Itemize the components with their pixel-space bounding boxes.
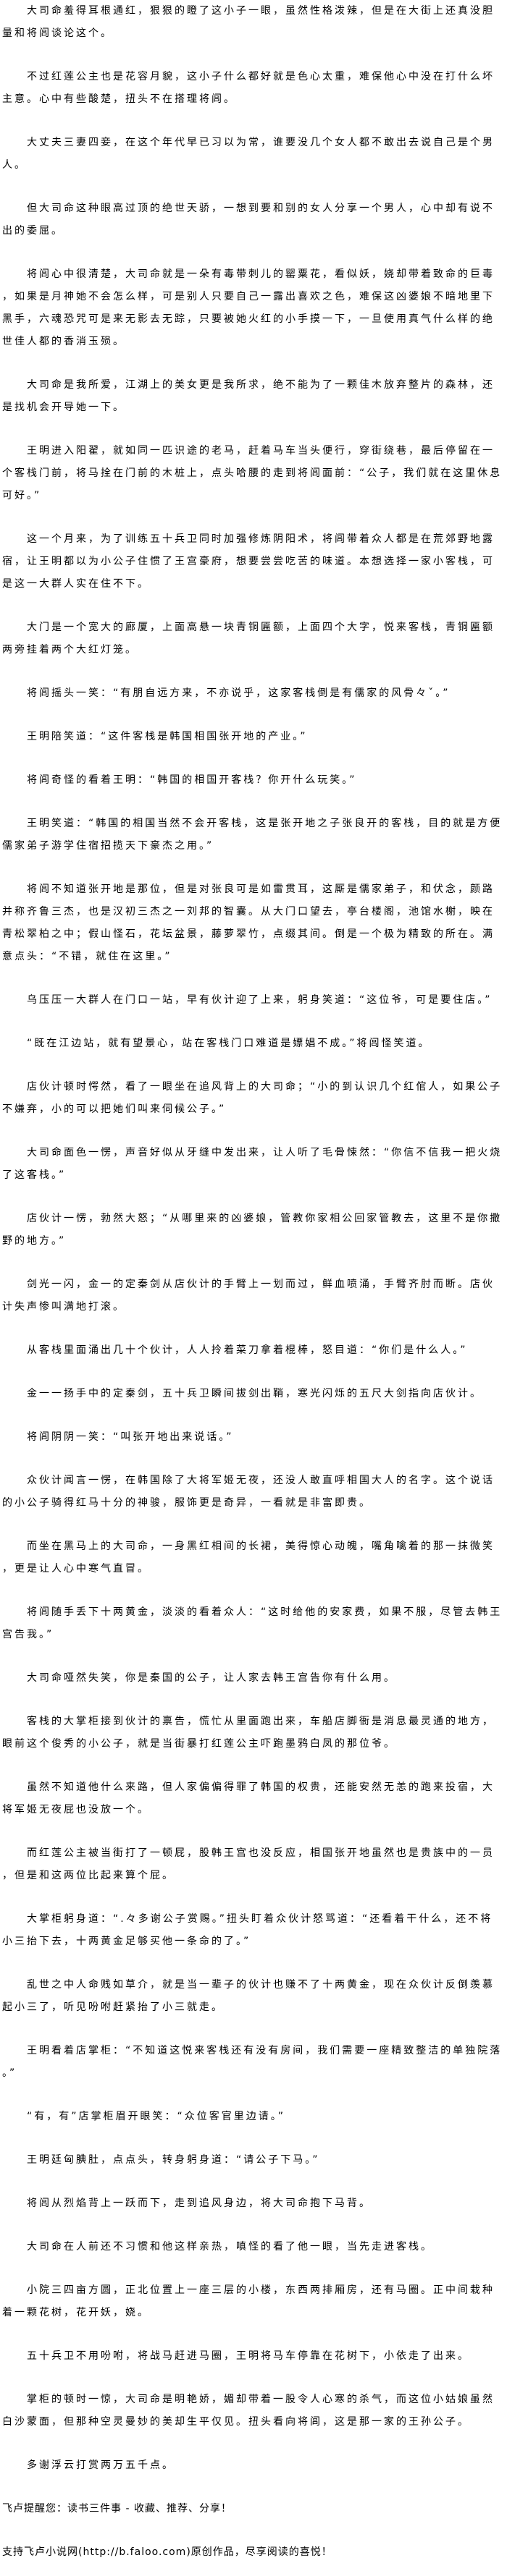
story-paragraph: 将闾不知道张开地是那位，但是对张良可是如雷贯耳，这厮是儒家弟子，和伏念，颜路并称…	[2, 884, 495, 962]
story-paragraph: 大司命是我所爱，江湖上的美女更是我所求，绝不能为了一颗佳木放弃整片的森林，还是找…	[2, 379, 495, 413]
story-paragraph: 不过红莲公主也是花容月貌，这小子什么都好就是色心太重，难保他心中没在打什么坏主意…	[2, 71, 495, 105]
story-paragraph: 王明看着店掌柜：“不知道这悦来客栈还有没有房间，我们需要一座精致整洁的单独院落。…	[2, 2045, 503, 2079]
story-paragraph: 将闾从烈焰背上一跃而下，走到追风身边，将大司命抱下马背。	[27, 2198, 372, 2209]
story-paragraph: 多谢浮云打赏两万五千点。	[27, 2460, 175, 2471]
story-paragraph: 王明陪笑道：“这件客栈是韩国相国张开地的产业。”	[27, 731, 308, 742]
story-paragraph: 而红莲公主被当街打了一顿屁，股韩王宫也没反应，相国张开地虽然也是贵族中的一员，但…	[2, 1847, 495, 1881]
story-paragraph: 大掌柜躬身道：“.々多谢公子赏赐。”扭头盯着众伙计怒骂道：“还看着干什么，还不将…	[2, 1913, 493, 1947]
story-paragraph: 小院三四亩方圆，正北位置上一座三层的小楼，东西两排厢房，还有马圈。正中间栽种着一…	[2, 2284, 495, 2318]
story-paragraph: 大司命哑然失笑，你是秦国的公子，让人家去韩王宫告你有什么用。	[27, 1672, 396, 1684]
story-paragraph: 大司命面色一愣，声音好似从牙缝中发出来，让人听了毛骨悚然：“你信不信我一把火烧了…	[2, 1147, 503, 1181]
story-paragraph: 这一个月来，为了训练五十兵卫同时加强修炼阴阳术，将闾带着众人都是在荒郊野地露宿，…	[2, 533, 495, 590]
story-paragraph: 众伙计闻言一愣，在韩国除了大将军姬无夜，还没人敢直呼相国大人的名字。这个说话的小…	[2, 1475, 495, 1509]
story-paragraph: 剑光一闪，金一的定秦剑从店伙计的手臂上一划而过，鲜血喷涌，手臂齐肘而断。店伙计失…	[2, 1279, 495, 1313]
story-paragraph: “有，有”店掌柜眉开眼笑：“众位客官里边请。”	[27, 2111, 286, 2122]
story-paragraph: 王明笑道：“韩国的相国当然不会开客栈，这是张开地之子张良开的客栈，目的就是方便儒…	[2, 818, 503, 852]
story-paragraph: 大司命羞得耳根通红，狠狠的瞪了这小子一眼，虽然性格泼辣，但是在大街上还真没胆量和…	[2, 5, 495, 39]
story-paragraph: 将闾阴阴一笑：“叫张开地出来说话。”	[27, 1431, 234, 1443]
story-paragraph: 将闾摇头一笑：“有朋自远方来，不亦说乎，这家客栈倒是有儒家的风骨々ˇ。”	[27, 687, 451, 699]
footer-support-text: 支持飞卢小说网(http://b.faloo.com)原创作品，尽享阅读的喜悦！	[2, 2546, 332, 2558]
story-paragraph: 五十兵卫不用吩咐，将战马赶进马圈，王明将马车停靠在花树下，小依走了出来。	[27, 2350, 470, 2362]
story-paragraph: “既在江边站，就有望景心，站在客栈门口难道是嫖娼不成。”将闾怪笑道。	[27, 1038, 431, 1049]
footer-reminder: 飞卢提醒您：读书三件事 - 收藏、推荐、分享！	[2, 2503, 232, 2514]
story-paragraph: 王明廷匈腆肚，点点头，转身躬身道：“请公子下马。”	[27, 2154, 320, 2166]
story-paragraph: 乌压压一大群人在门口一站，早有伙计迎了上来，躬身笑道：“这位爷，可是要住店。”	[27, 994, 493, 1006]
story-paragraph: 王明进入阳翟，就如同一匹识途的老马，赶着马车当头便行，穿街绕巷，最后停留在一个客…	[2, 445, 503, 501]
story-paragraph: 但大司命这种眼高过顶的绝世天骄，一想到要和别的女人分享一个男人，心中却有说不出的…	[2, 203, 495, 237]
story-paragraph: 将闾奇怪的看着王明：“韩国的相国开客栈？你开什么玩笑。”	[27, 774, 357, 786]
story-paragraph: 金一一扬手中的定秦剑，五十兵卫瞬间拔剑出鞘，寒光闪烁的五尺大剑指向店伙计。	[27, 1388, 482, 1399]
chapter-paragraphs: 大司命羞得耳根通红，狠狠的瞪了这小子一眼，虽然性格泼辣，但是在大街上还真没胆量和…	[2, 0, 503, 2477]
story-paragraph: 店伙计顿时愕然，看了一眼坐在追风背上的大司命；“小的到认识几个红倌人，如果公子不…	[2, 1081, 503, 1115]
story-paragraph: 大门是一个宽大的廊厦，上面高悬一块青铜匾额，上面四个大字，悦来客栈，青铜匾额两旁…	[2, 622, 495, 656]
story-paragraph: 而坐在黑马上的大司命，一身黑红相间的长裙，美得惊心动魄，嘴角噙着的那一抹微笑，更…	[2, 1541, 495, 1575]
story-paragraph: 店伙计一愣，勃然大怒；“从哪里来的凶婆娘，管教你家相公回家管教去，这里不是你撒野…	[2, 1213, 503, 1247]
story-paragraph: 掌柜的顿时一惊，大司命是明艳娇，媚却带着一股令人心寒的杀气，而这位小姑娘虽然白沙…	[2, 2394, 495, 2428]
story-paragraph: 虽然不知道他什么来路，但人家偏偏得罪了韩国的权贵，还能安然无恙的跑来投宿，大将军…	[2, 1781, 495, 1816]
story-paragraph: 乱世之中人命贱如草介，就是当一辈子的伙计也赚不了十两黄金，现在众伙计反倒羡慕起小…	[2, 1979, 495, 2013]
story-paragraph: 将闾心中很清楚，大司命就是一朵有毒带刺儿的罂粟花，看似妖，娆却带着致命的巨毒，如…	[2, 268, 495, 347]
story-paragraph: 大司命在人前还不习惯和他这样亲热，嗔怪的看了他一眼，当先走进客栈。	[27, 2241, 433, 2253]
story-paragraph: 客栈的大掌柜接到伙计的禀告，慌忙从里面跑出来，车船店脚衙是消息最灵通的地方，眼前…	[2, 1716, 495, 1750]
story-paragraph: 从客栈里面涌出几十个伙计，人人拎着菜刀拿着棍棒，怒目道：“你们是什么人。”	[27, 1344, 468, 1356]
story-paragraph: 将闾随手丢下十两黄金，淡淡的看着众人：“这时给他的安家费，如果不服，尽管去韩王宫…	[2, 1606, 503, 1640]
story-paragraph: 大丈夫三妻四妾，在这个年代早已习以为常，谁要没几个女人都不敢出去说自己是个男人。	[2, 137, 495, 171]
